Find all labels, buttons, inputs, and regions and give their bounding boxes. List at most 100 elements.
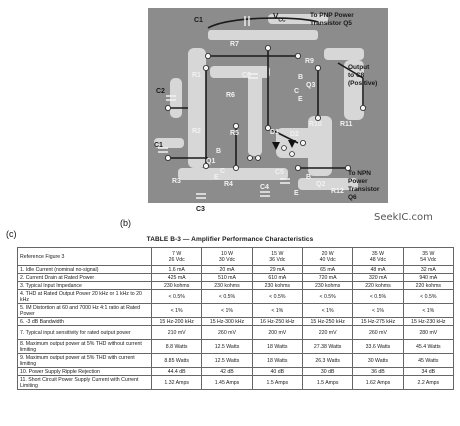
table-cell: < 1% [301,303,354,318]
row-label: 1. Idle Current (nominal no-signal) [17,265,152,274]
table-cell: 200 mV [251,325,303,340]
q3-base-label: B [298,74,304,81]
table-row: 9. Maximum output power at 5% THD with c… [17,353,455,368]
table-cell: 15 Hz-250 kHz [301,317,354,326]
table-cell: < 0.5% [352,289,404,304]
row-label: 9. Maximum output power at 5% THD with c… [17,353,152,368]
table-cell: < 1% [150,303,203,318]
row-label: 3. Typical Input Impedance [17,281,152,290]
table-cell: 1.6 mA [150,265,203,274]
table-cell: 20 mA [201,265,253,274]
watermark-text: SeekIC.com [374,212,433,223]
table-cell: 18 Watts [251,339,303,354]
table-cell: 15 Hz-230 kHz [402,317,455,326]
table-cell: 42 dB [201,367,253,376]
pcb-traces [148,8,388,203]
table-cell: 40 dB [251,367,303,376]
table-cell: < 0.5% [301,289,354,304]
table-cell: 26.3 Watts [301,353,354,368]
table-cell: 65 mA [301,265,354,274]
d1-label: D1 [270,129,279,136]
table-cell: 210 mV [150,325,203,340]
table-cell: 1.32 Amps [150,375,203,390]
table-cell: 33.6 Watts [352,339,404,354]
q1-label: Q1 [206,158,216,165]
q1-emitter-label: E [214,174,219,181]
r12-label: R12 [331,188,344,195]
table-cell: 1.45 Amps [201,375,253,390]
r7-label: R7 [230,41,239,48]
c1-lower-label: C1 [154,142,163,149]
row-label: 8. Maximum output power at 5% THD withou… [17,339,152,354]
table-row: 4. THD at Rated Output Power 20 kHz or 1… [17,289,455,304]
figure-c-label: (c) [6,229,17,239]
vcc-label: VCC [273,12,286,24]
table-cell: 12.5 Watts [201,353,253,368]
r3-label: R3 [172,178,181,185]
table-row: 5. IM Distortion at 60 and 7000 Hz 4:1 r… [17,303,455,318]
c4-label: C4 [260,184,269,191]
table-cell: < 1% [251,303,303,318]
table-row: 2. Current Drain at Rated Power 425 mA 5… [17,273,455,282]
r5-label: R5 [230,130,239,137]
q2-emitter-label: E [294,190,299,197]
c6-label: C6 [242,72,251,79]
row-label: 11. Short Circuit Power Supply Current w… [17,375,152,390]
c5-label: C5 [275,169,284,176]
table-cell: 610 mA [251,273,303,282]
table-row: 3. Typical Input Impedance 230 kohms 230… [17,281,455,290]
table-cell: 32 mA [402,265,455,274]
table-cell: 45.4 Watts [402,339,455,354]
table-cell: 230 kohms [301,281,354,290]
q2-base-label: B [306,174,312,181]
table-row: 10. Power Supply Ripple Rejection 44.4 d… [17,367,455,376]
r1-label: R1 [192,72,201,79]
r11-label: R11 [340,121,353,128]
c2-label: C2 [156,88,165,95]
row-label: 4. THD at Rated Output Power 20 kHz or 1… [17,289,152,304]
table-cell: 230 kohms [150,281,203,290]
table-cell: 1.5 Amps [251,375,303,390]
table-cell: < 0.5% [251,289,303,304]
table-cell: 220 kohms [402,281,455,290]
c3-label: C3 [196,206,205,213]
d2-label: D2 [290,131,299,138]
table-cell: 1.5 Amps [301,375,354,390]
table-cell: 48 mA [352,265,404,274]
table-cell: 2.2 Amps [402,375,455,390]
table-cell: 44.4 dB [150,367,203,376]
table-cell: 8.8 Watts [150,339,203,354]
table-cell: 220 kohms [352,281,404,290]
q1-collector-label: C [220,168,226,175]
table-cell: 30 dB [301,367,354,376]
table-cell: 16 Hz-250 kHz [251,317,303,326]
r6-label: R6 [226,92,235,99]
figure-b-label: (b) [120,218,131,228]
pcb-layout-figure: C1 VCC R7 R1 C6 C2 R6 R2 R5 C1 Q1 D1 D2 … [148,8,388,213]
table-cell: 280 mV [402,325,455,340]
table-cell: < 0.5% [402,289,455,304]
table-cell: 15 Hz-300 kHz [201,317,253,326]
table-row: 1. Idle Current (nominal no-signal) 1.6 … [17,265,455,274]
row-label: 5. IM Distortion at 60 and 7000 Hz 4:1 r… [17,303,152,318]
row-label: 6. -3 dB Bandwidth [17,317,152,326]
table-cell: < 0.5% [150,289,203,304]
row-label: 2. Current Drain at Rated Power [17,273,152,282]
table-title: TABLE B-3 — Amplifier Performance Charac… [146,236,314,243]
table-cell: 510 mA [201,273,253,282]
table-cell: 36 dB [352,367,404,376]
table-cell: 260 mV [352,325,404,340]
table-cell: 30 Watts [352,353,404,368]
header-reference-label: Reference Figure 3 [17,247,152,266]
q1-base-label: B [216,148,222,155]
table-row: 11. Short Circuit Power Supply Current w… [17,375,455,390]
table-cell: 260 mV [201,325,253,340]
table-cell: 940 mA [402,273,455,282]
table-cell: 8.85 Watts [150,353,203,368]
r2-label: R2 [192,128,201,135]
